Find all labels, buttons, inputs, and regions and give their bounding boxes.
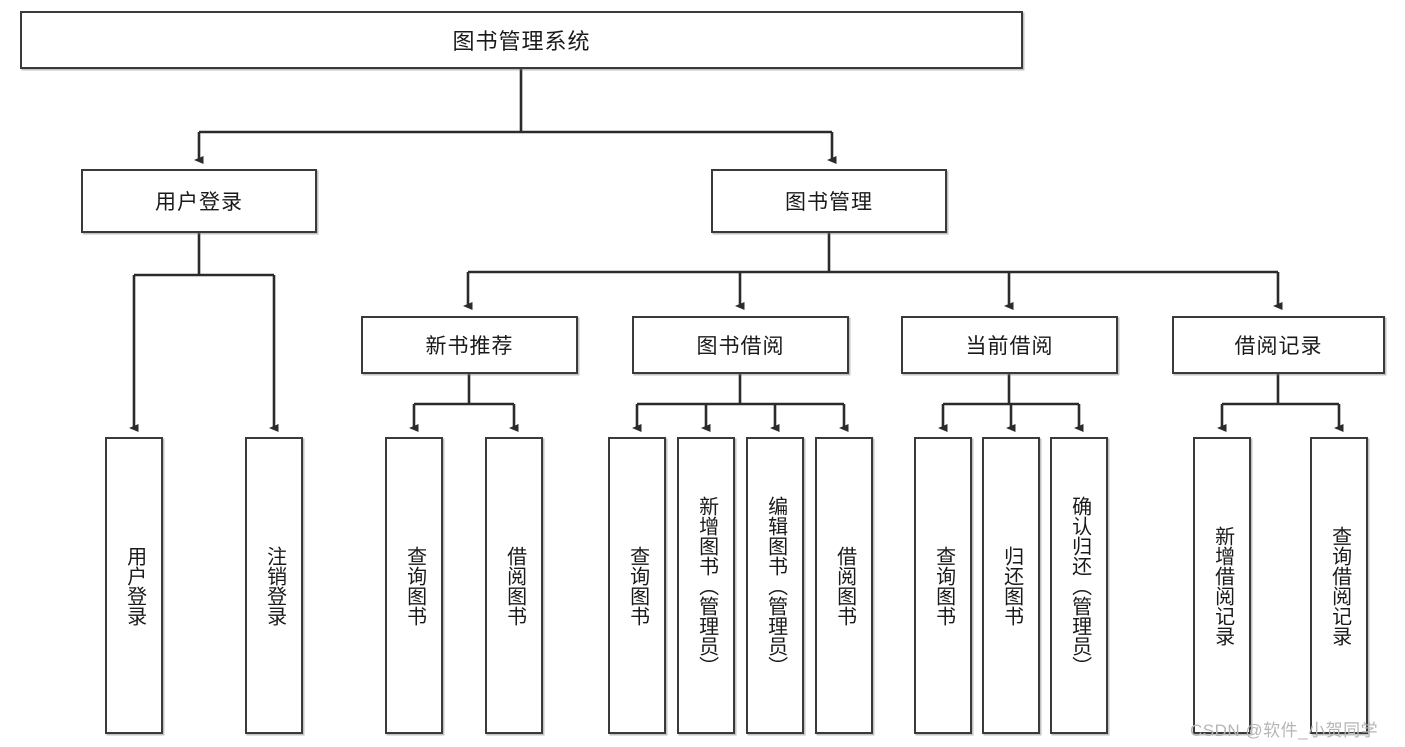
node-leaf-user-login[interactable]: 用户登录 [105, 437, 163, 734]
node-leaf-edit-book-admin[interactable]: 编辑图书（管理员） [746, 437, 804, 734]
node-borrow-record[interactable]: 借阅记录 [1172, 316, 1385, 374]
node-leaf-user-logout[interactable]: 注销登录 [245, 437, 303, 734]
node-book-manage-label: 图书管理 [785, 191, 873, 214]
node-current-borrow[interactable]: 当前借阅 [901, 316, 1118, 374]
node-leaf-return-book[interactable]: 归还图书 [982, 437, 1040, 734]
node-user-login[interactable]: 用户登录 [81, 169, 317, 233]
node-leaf-borrow-book-2[interactable]: 借阅图书 [815, 437, 873, 734]
node-new-book-recommend-label: 新书推荐 [425, 335, 514, 358]
node-book-borrow-label: 图书借阅 [696, 335, 785, 358]
node-leaf-query-book-3-label: 查询图书 [932, 545, 955, 626]
node-book-manage[interactable]: 图书管理 [711, 169, 947, 233]
node-leaf-query-book-1[interactable]: 查询图书 [385, 437, 443, 734]
node-leaf-borrow-book-1[interactable]: 借阅图书 [485, 437, 543, 734]
node-leaf-edit-book-admin-label: 编辑图书（管理员） [764, 495, 787, 676]
node-book-borrow[interactable]: 图书借阅 [632, 316, 849, 374]
node-leaf-borrow-book-1-label: 借阅图书 [503, 545, 526, 626]
node-leaf-return-book-label: 归还图书 [1000, 545, 1023, 626]
node-root-label: 图书管理系统 [452, 29, 591, 54]
node-leaf-confirm-return-admin[interactable]: 确认归还（管理员） [1050, 437, 1108, 734]
node-leaf-add-borrow-record-label: 新增借阅记录 [1211, 525, 1234, 646]
node-leaf-add-borrow-record[interactable]: 新增借阅记录 [1193, 437, 1251, 734]
node-borrow-record-label: 借阅记录 [1234, 335, 1323, 358]
node-leaf-add-book-admin[interactable]: 新增图书（管理员） [677, 437, 735, 734]
csdn-watermark: CSDN @软件_小贺同学 [1190, 721, 1379, 740]
node-current-borrow-label: 当前借阅 [965, 335, 1054, 358]
node-leaf-add-book-admin-label: 新增图书（管理员） [695, 495, 718, 676]
node-root[interactable]: 图书管理系统 [20, 11, 1023, 69]
node-leaf-borrow-book-2-label: 借阅图书 [833, 545, 856, 626]
node-leaf-query-book-3[interactable]: 查询图书 [914, 437, 972, 734]
node-leaf-confirm-return-admin-label: 确认归还（管理员） [1068, 495, 1091, 676]
node-new-book-recommend[interactable]: 新书推荐 [361, 316, 578, 374]
node-leaf-query-borrow-record-label: 查询借阅记录 [1328, 525, 1351, 646]
node-leaf-query-book-2-label: 查询图书 [626, 545, 649, 626]
node-leaf-user-login-label: 用户登录 [123, 545, 146, 626]
node-leaf-query-borrow-record[interactable]: 查询借阅记录 [1310, 437, 1368, 734]
node-leaf-query-book-1-label: 查询图书 [403, 545, 426, 626]
node-leaf-query-book-2[interactable]: 查询图书 [608, 437, 666, 734]
node-leaf-user-logout-label: 注销登录 [263, 545, 286, 626]
node-user-login-label: 用户登录 [155, 191, 243, 214]
